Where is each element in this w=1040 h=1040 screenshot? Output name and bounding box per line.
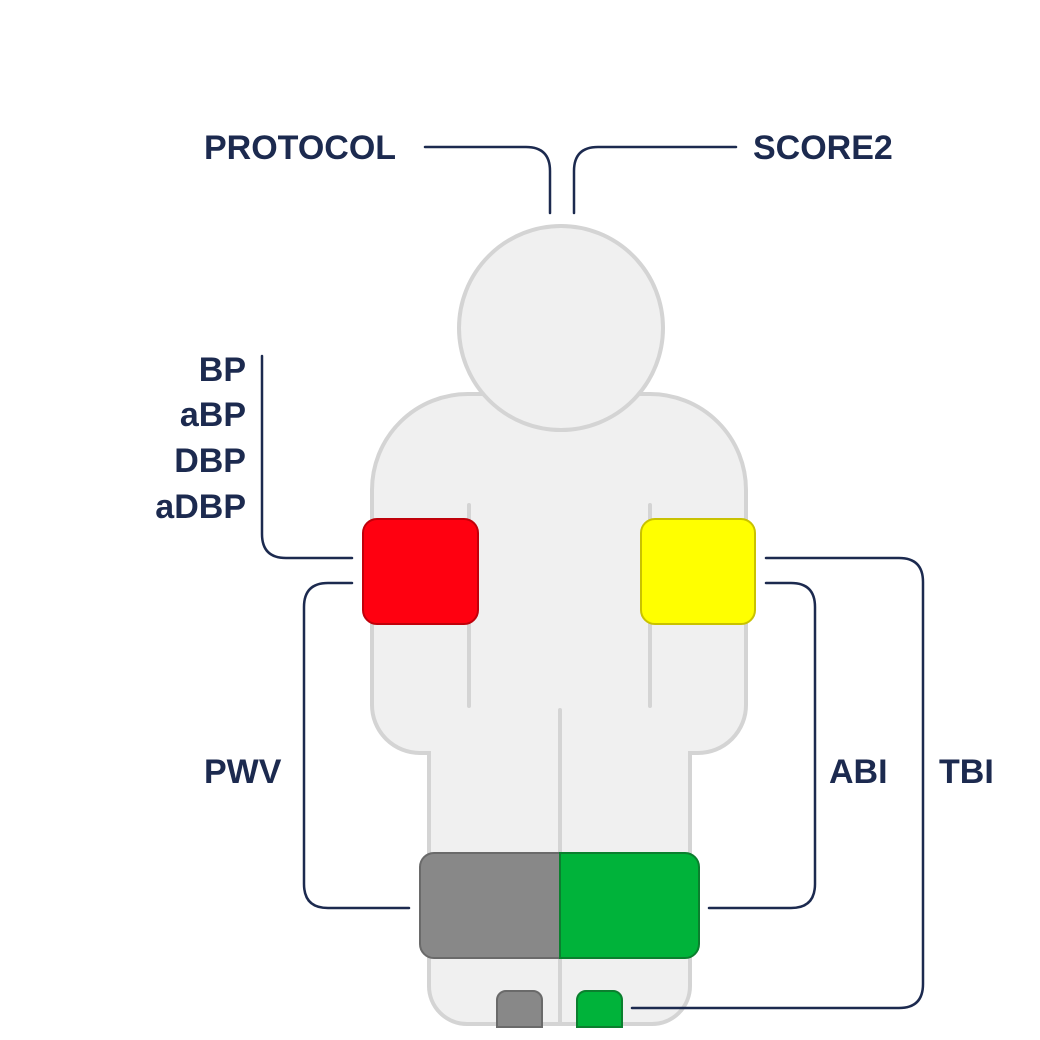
- dbp-label: DBP: [174, 442, 246, 480]
- connector-lines: [260, 145, 925, 1010]
- pwv-label: PWV: [204, 753, 282, 791]
- abi-label: ABI: [829, 753, 888, 791]
- head: [457, 224, 665, 432]
- tbi-label: TBI: [939, 753, 994, 791]
- left-arm-cuff: [640, 518, 756, 625]
- left-leg-cuff: [559, 852, 700, 959]
- right-arm-cuff: [362, 518, 479, 625]
- right-toe-cuff: [496, 990, 543, 1028]
- right-leg-cuff: [419, 852, 561, 959]
- left-toe-cuff: [576, 990, 623, 1028]
- score2-connector: [572, 145, 738, 215]
- abp-label: aBP: [180, 396, 246, 434]
- bp-group-connector: [260, 354, 354, 560]
- pwv-connector: [302, 581, 411, 910]
- protocol-label: PROTOCOL: [204, 129, 396, 167]
- bp-label: BP: [199, 351, 246, 389]
- adbp-label: aDBP: [155, 488, 246, 526]
- score2-label: SCORE2: [753, 129, 893, 167]
- tbi-connector: [630, 556, 925, 1010]
- protocol-connector: [423, 145, 552, 215]
- abi-connector: [707, 581, 817, 910]
